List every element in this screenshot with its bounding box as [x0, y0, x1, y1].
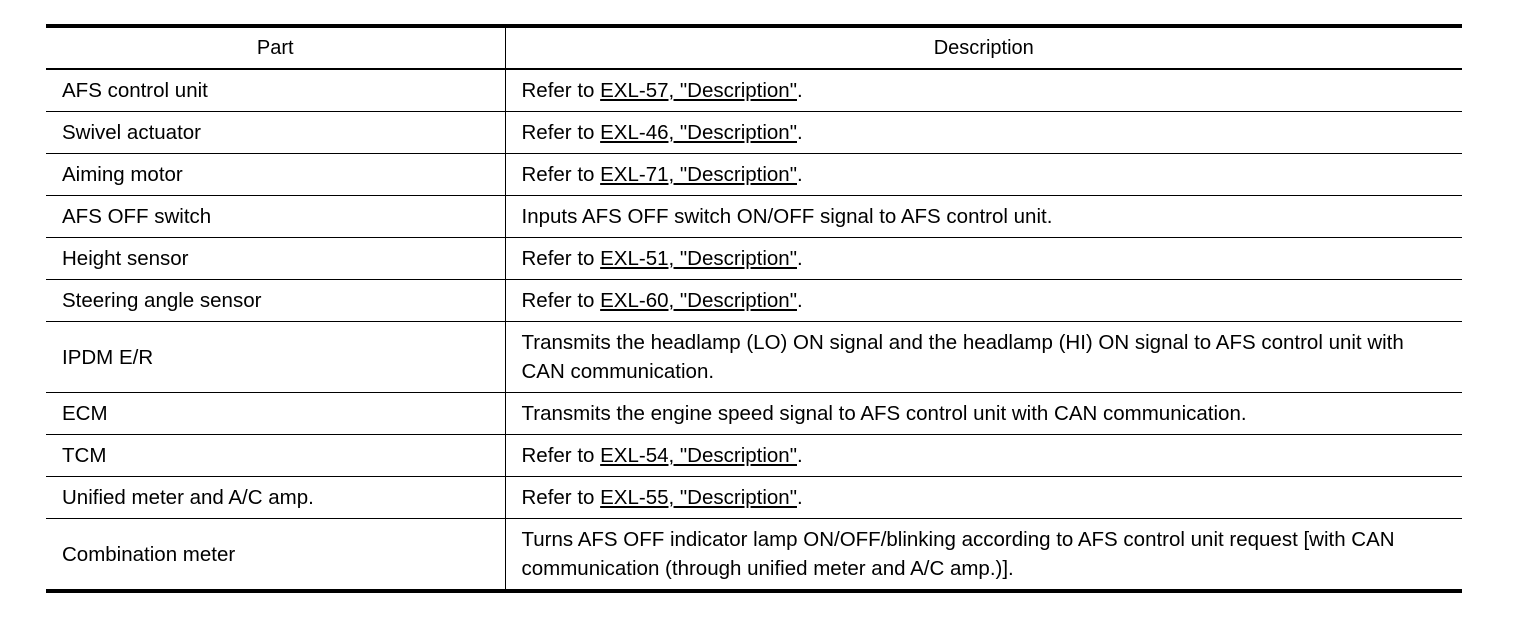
description-cell: Transmits the engine speed signal to AFS…: [504, 392, 1462, 435]
part-cell: AFS OFF switch: [46, 195, 505, 238]
description-text: Refer to: [521, 79, 601, 102]
part-cell: Combination meter: [46, 518, 505, 591]
description-text: Refer to: [521, 121, 601, 144]
description-suffix: .: [797, 79, 803, 102]
table-row: AFS control unit Refer to EXL-57, "Descri…: [46, 69, 1462, 112]
description-cell: Refer to EXL-55, "Description".: [504, 476, 1462, 519]
part-cell: TCM: [46, 434, 505, 477]
part-cell: Aiming motor: [46, 153, 505, 196]
table-header-row: Part Description: [46, 26, 1462, 70]
description-suffix: .: [797, 121, 803, 144]
part-cell: Unified meter and A/C amp.: [46, 476, 505, 519]
description-cell: Refer to EXL-60, "Description".: [504, 279, 1462, 322]
column-header-part: Part: [46, 26, 505, 70]
table-row: Unified meter and A/C amp.Refer to EXL-5…: [46, 476, 1462, 519]
description-text: Refer to: [521, 289, 601, 312]
column-header-description: Description: [504, 26, 1462, 70]
description-text: Inputs AFS OFF switch ON/OFF signal to A…: [521, 205, 1053, 228]
reference-link[interactable]: EXL-54, "Description": [600, 444, 797, 467]
description-cell: Refer to EXL-57, "Description".: [504, 69, 1462, 112]
reference-link[interactable]: EXL-46, "Description": [600, 121, 797, 144]
reference-link[interactable]: EXL-51, "Description": [600, 247, 797, 270]
description-text: Refer to: [521, 163, 601, 186]
table-row: IPDM E/R Transmits the headlamp (LO) ON s…: [46, 321, 1462, 393]
description-text: Transmits the engine speed signal to AFS…: [521, 402, 1247, 425]
description-text: Refer to: [521, 444, 601, 467]
table-row: ECM Transmits the engine speed signal to …: [46, 392, 1462, 435]
description-text: Transmits the headlamp (LO) ON signal an…: [521, 331, 1404, 383]
description-suffix: .: [797, 247, 803, 270]
part-cell: Swivel actuator: [46, 111, 505, 154]
reference-link[interactable]: EXL-60, "Description": [600, 289, 797, 312]
description-cell: Refer to EXL-54, "Description".: [504, 434, 1462, 477]
reference-link[interactable]: EXL-57, "Description": [600, 79, 797, 102]
part-cell: AFS control unit: [62, 79, 208, 102]
part-cell: ECM: [46, 392, 505, 435]
description-suffix: .: [797, 486, 803, 509]
description-cell: Inputs AFS OFF switch ON/OFF signal to A…: [504, 195, 1462, 238]
table-row: AFS OFF switch Inputs AFS OFF switch ON/O…: [46, 195, 1462, 238]
description-text: Refer to: [521, 486, 601, 509]
description-cell: Transmits the headlamp (LO) ON signal an…: [504, 321, 1462, 393]
part-cell: IPDM E/R: [46, 321, 505, 393]
table-row: Combination meter Turns AFS OFF indicator…: [46, 518, 1462, 591]
description-suffix: .: [797, 444, 803, 467]
description-suffix: .: [797, 163, 803, 186]
part-cell: Height sensor: [46, 237, 505, 280]
description-cell: Refer to EXL-71, "Description".: [504, 153, 1462, 196]
reference-link[interactable]: EXL-55, "Description": [600, 486, 797, 509]
part-cell: Steering angle sensor: [46, 279, 505, 322]
description-text: Refer to: [521, 247, 601, 270]
description-text: Turns AFS OFF indicator lamp ON/OFF/blin…: [521, 528, 1395, 580]
description-suffix: .: [797, 289, 803, 312]
description-cell: Turns AFS OFF indicator lamp ON/OFF/blin…: [504, 518, 1462, 591]
description-cell: Refer to EXL-51, "Description".: [504, 237, 1462, 280]
reference-link[interactable]: EXL-71, "Description": [600, 163, 797, 186]
description-cell: Refer to EXL-46, "Description".: [504, 111, 1462, 154]
